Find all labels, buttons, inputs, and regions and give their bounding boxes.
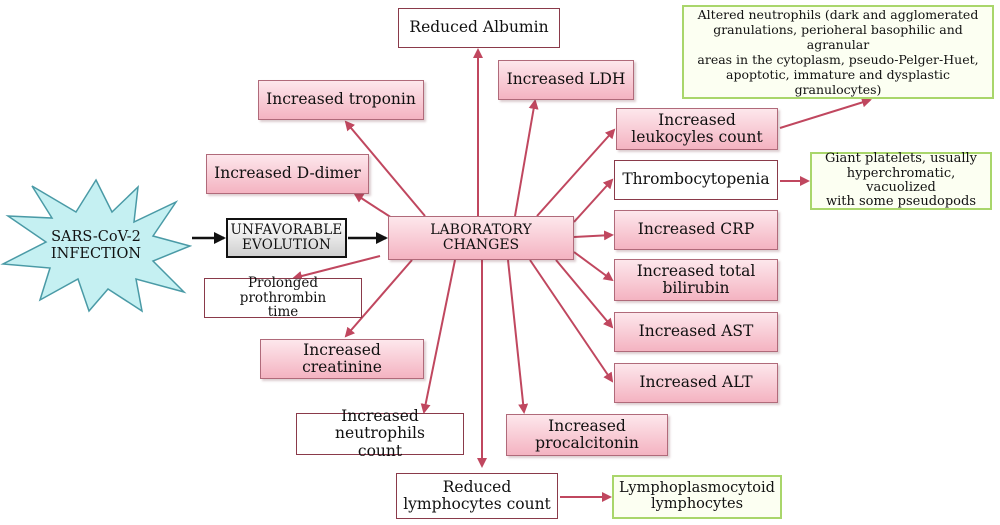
prolonged-prothrombin-time-node: Prolonged prothrombin time <box>204 275 362 320</box>
laboratory-changes-node: LABORATORY CHANGES <box>388 216 574 260</box>
increased-ldh-node: Increased LDH <box>498 60 634 100</box>
arrow-to-prolonged-prothrombin <box>292 255 381 281</box>
arrow-to-increased-crp <box>573 230 614 241</box>
increased-total-bilirubin-node: Increased total bilirubin <box>614 259 778 301</box>
increased-alt-node: Increased ALT <box>614 363 778 403</box>
increased-crp-node: Increased CRP <box>614 210 778 250</box>
increased-troponin-node: Increased troponin <box>258 80 424 120</box>
sars-cov-2-infection-node: SARS-CoV-2 INFECTION <box>0 178 192 313</box>
lymphoplasmocytoid-detail-node: Lymphoplasmocytoid lymphocytes <box>612 475 782 519</box>
arrow-to-increased-ldh <box>514 99 539 217</box>
arrow-to-increased-d-dimer <box>353 192 393 219</box>
arrow-to-increased-bilirubin <box>573 251 614 282</box>
increased-neutrophils-count-node: Increased neutrophils count <box>296 408 464 459</box>
giant-platelets-detail-node: Giant platelets, usually hyperchromatic,… <box>810 152 992 210</box>
thrombocytopenia-node: Thrombocytopenia <box>614 160 778 200</box>
reduced-albumin-node: Reduced Albumin <box>398 8 560 48</box>
altered-neutrophils-detail-node: Altered neutrophils (dark and agglomerat… <box>682 5 994 99</box>
arrow-to-increased-leukocytes <box>536 128 616 217</box>
arrow-to-increased-creatinine <box>344 259 413 338</box>
arrow-leukocytes-to-altered-neutrophils <box>779 97 872 129</box>
arrow-to-increased-ast <box>555 259 614 329</box>
arrow-to-increased-troponin <box>344 120 426 217</box>
arrow-to-increased-procalcitonin <box>507 259 529 414</box>
increased-d-dimer-node: Increased D-dimer <box>206 154 369 194</box>
starburst-shape <box>0 178 192 313</box>
increased-ast-node: Increased AST <box>614 312 778 352</box>
increased-procalcitonin-node: Increased procalcitonin <box>506 414 668 456</box>
sars-cov-2-infection-label: SARS-CoV-2 INFECTION <box>50 228 142 262</box>
arrow-to-thrombocytopenia <box>573 178 614 223</box>
arrow-to-increased-neutrophils <box>420 259 456 414</box>
reduced-lymphocytes-count-node: Reduced lymphocytes count <box>396 473 558 519</box>
arrow-to-increased-alt <box>529 259 614 383</box>
increased-creatinine-node: Increased creatinine <box>260 339 424 379</box>
unfavorable-evolution-node: UNFAVORABLE EVOLUTION <box>226 218 347 258</box>
increased-leukocytes-node: Increased leukocyles count <box>616 108 778 150</box>
